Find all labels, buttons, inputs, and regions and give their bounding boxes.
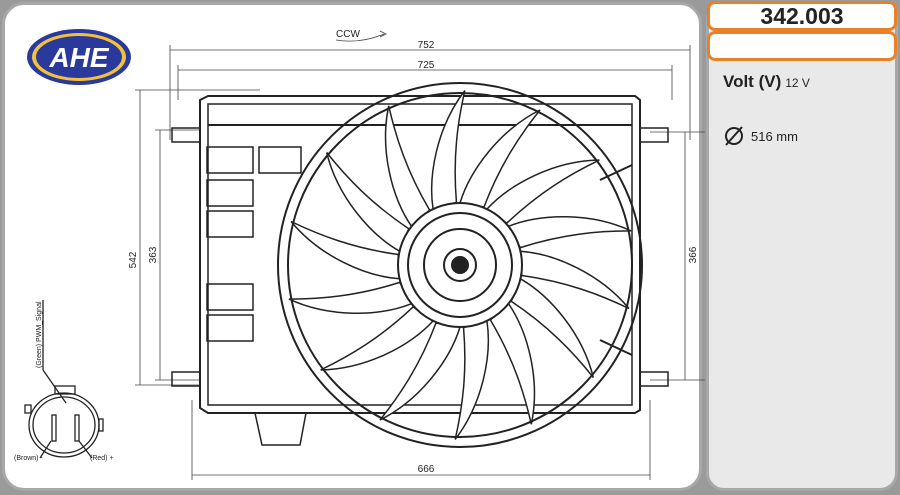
fan-blade	[459, 109, 541, 208]
fan-blade	[379, 322, 461, 421]
diameter-icon	[725, 126, 743, 146]
volt-label: Volt (V)	[723, 72, 782, 91]
red-wire-label: (Red) +	[90, 455, 114, 462]
fan-ring	[277, 82, 643, 448]
rotation-label: CCW	[336, 29, 360, 40]
fan-blade	[507, 216, 632, 249]
fan-blade	[288, 281, 413, 314]
fan-blade	[510, 277, 595, 378]
fan-blade	[489, 302, 536, 425]
brown-wire-label: (Brown) -	[14, 455, 43, 462]
product-code: 342.003	[707, 1, 897, 31]
dim-542: 542	[128, 251, 139, 268]
svg-text:AHE: AHE	[48, 42, 109, 73]
diameter-spec: 516 mm	[723, 125, 798, 147]
fan-blade	[430, 90, 466, 211]
spec-panel	[706, 2, 898, 491]
fan-blade	[519, 250, 630, 310]
ahe-logo: AHE	[27, 29, 131, 85]
fan-blade	[454, 319, 490, 440]
fan-hub	[397, 202, 523, 328]
connector-diagram	[24, 300, 104, 459]
volt-value: 12 V	[785, 76, 810, 90]
fan-drawing: AHE CCW 752 725 666 542 363 366	[14, 29, 705, 480]
dim-752: 752	[418, 40, 435, 51]
fan-blade	[325, 152, 410, 253]
dim-666: 666	[418, 464, 435, 475]
fan-blade	[290, 220, 401, 280]
fan-blade	[384, 105, 431, 228]
dim-725: 725	[418, 60, 435, 71]
fan-blade	[485, 159, 600, 225]
dim-366: 366	[688, 246, 699, 263]
volt-spec: Volt (V)12 V	[723, 72, 810, 92]
signal-wire-label: (Green) PWM_Signal	[36, 301, 43, 368]
fan-blades	[288, 90, 632, 440]
fan-blade	[320, 305, 435, 371]
diameter-value: 516 mm	[751, 128, 798, 144]
product-secondary	[707, 31, 897, 61]
dim-363: 363	[148, 246, 159, 263]
